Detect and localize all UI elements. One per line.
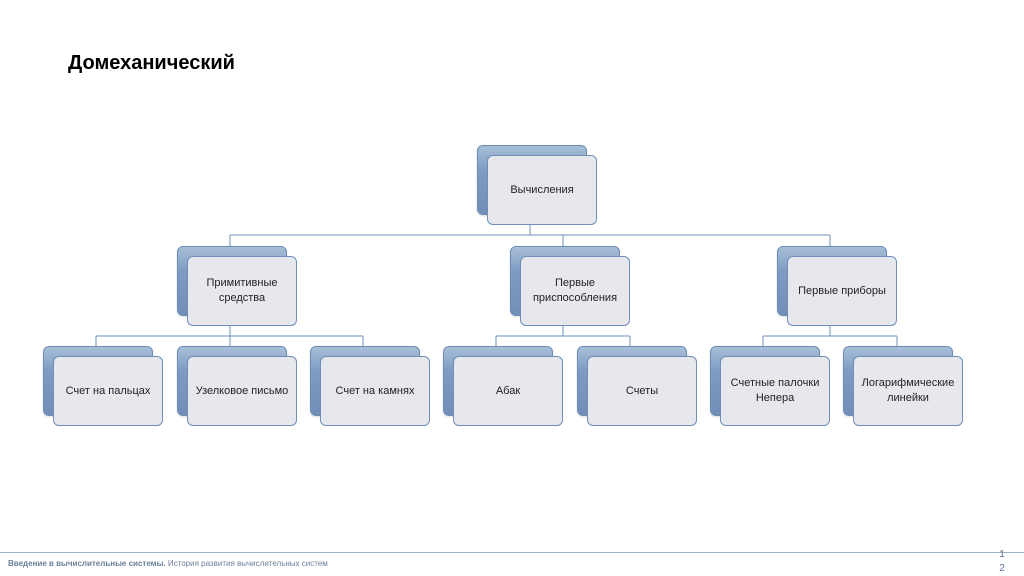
node-first-devices-front: Первые приспособления: [520, 256, 630, 326]
node-first-instruments-front: Первые приборы: [787, 256, 897, 326]
node-abacus: Абак: [443, 346, 563, 426]
node-abacus-front: Абак: [453, 356, 563, 426]
node-root-label: Вычисления: [510, 183, 574, 196]
node-napier-bones-front: Счетные палочки Непера: [720, 356, 830, 426]
node-stone-counting-front: Счет на камнях: [320, 356, 430, 426]
node-primitive-means-label: Примитивные средства: [206, 277, 278, 304]
node-schoty-front: Счеты: [587, 356, 697, 426]
footer-course: Введение в вычислительные системы.: [8, 559, 166, 568]
node-primitive-means: Примитивные средства: [177, 246, 297, 326]
node-finger-counting-front: Счет на пальцах: [53, 356, 163, 426]
page-number: 12: [999, 549, 1005, 574]
node-slide-rules-label: Логарифмические линейки: [861, 377, 955, 404]
node-root: Вычисления: [477, 145, 597, 225]
node-stone-counting: Счет на камнях: [310, 346, 430, 426]
node-first-devices-label: Первые приспособления: [532, 277, 618, 304]
node-stone-counting-label: Счет на камнях: [335, 384, 415, 397]
node-napier-bones: Счетные палочки Непера: [710, 346, 830, 426]
node-finger-counting-label: Счет на пальцах: [65, 384, 151, 397]
footer-topic: История развития вычислительных систем: [165, 559, 328, 568]
node-first-devices: Первые приспособления: [510, 246, 630, 326]
node-schoty-label: Счеты: [625, 384, 659, 397]
node-first-instruments: Первые приборы: [777, 246, 897, 326]
footer-divider: [0, 552, 1024, 553]
node-abacus-label: Абак: [495, 384, 521, 397]
node-root-front: Вычисления: [487, 155, 597, 225]
footer-text: Введение в вычислительные системы. Истор…: [8, 559, 328, 568]
node-napier-bones-label: Счетные палочки Непера: [730, 377, 820, 404]
node-primitive-means-front: Примитивные средства: [187, 256, 297, 326]
node-schoty: Счеты: [577, 346, 697, 426]
node-slide-rules-front: Логарифмические линейки: [853, 356, 963, 426]
node-knot-writing-front: Узелковое письмо: [187, 356, 297, 426]
node-first-instruments-label: Первые приборы: [798, 284, 886, 297]
node-finger-counting: Счет на пальцах: [43, 346, 163, 426]
node-knot-writing: Узелковое письмо: [177, 346, 297, 426]
slide-title: Домеханический: [68, 52, 235, 74]
node-knot-writing-label: Узелковое письмо: [195, 384, 289, 397]
node-slide-rules: Логарифмические линейки: [843, 346, 963, 426]
